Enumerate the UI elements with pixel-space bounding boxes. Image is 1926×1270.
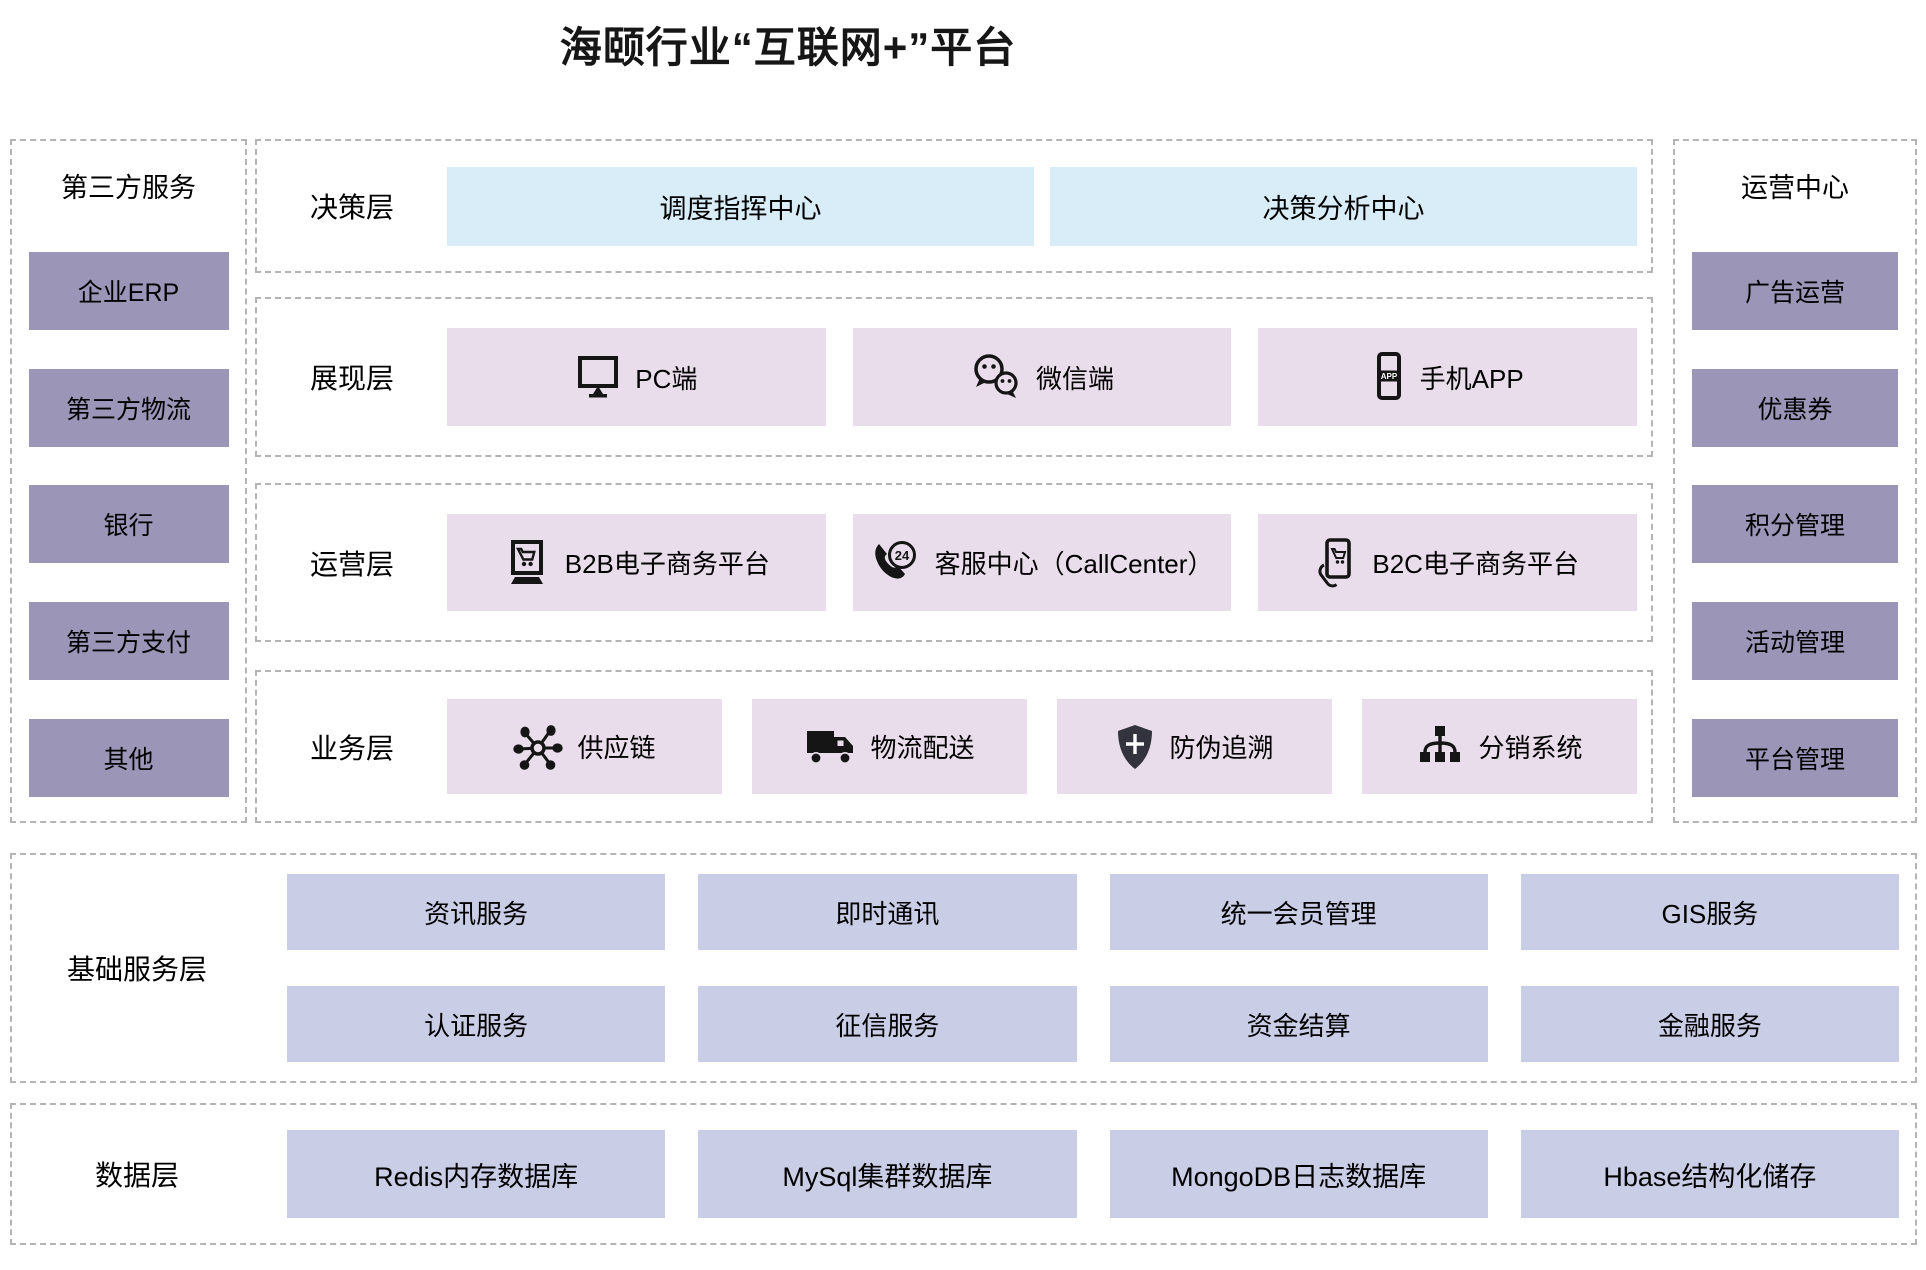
box-anti-counterfeit-trace: 防伪追溯 bbox=[1057, 699, 1332, 794]
box-label: 物流配送 bbox=[870, 733, 975, 763]
sidebar-item-platform-management: 平台管理 bbox=[1692, 718, 1898, 797]
third-party-services-header: 第三方服务 bbox=[61, 172, 196, 203]
b2c-hand-phone-icon bbox=[1318, 537, 1352, 587]
box-unified-member-management: 统一会员管理 bbox=[1109, 874, 1488, 950]
operation-center-panel: 运营中心 广告运营 优惠券 积分管理 活动管理 平台管理 bbox=[1673, 139, 1917, 823]
foundation-services-grid: 资讯服务 即时通讯 统一会员管理 GIS服务 认证服务 征信服务 资金结算 金融… bbox=[262, 874, 1915, 1062]
box-label: B2B电子商务平台 bbox=[564, 549, 770, 579]
box-redis: Redis内存数据库 bbox=[287, 1130, 666, 1218]
box-mobile-app: APP 手机APP bbox=[1258, 328, 1638, 426]
layer-label-business: 业务层 bbox=[309, 732, 394, 764]
sidebar-item-bank: 银行 bbox=[28, 485, 229, 564]
app-badge: APP bbox=[1380, 372, 1397, 381]
presentation-layer-panel: 展现层 PC端 微信端 bbox=[255, 297, 1653, 457]
box-label: 供应链 bbox=[577, 733, 656, 763]
data-layer-panel: 数据层 Redis内存数据库 MySql集群数据库 MongoDB日志数据库 H… bbox=[10, 1103, 1917, 1245]
layer-label-decision: 决策层 bbox=[309, 192, 394, 223]
sidebar-item-third-party-logistics: 第三方物流 bbox=[28, 368, 229, 447]
box-financial-service: 金融服务 bbox=[1520, 986, 1899, 1062]
box-fund-settlement: 资金结算 bbox=[1109, 986, 1488, 1062]
box-auth-service: 认证服务 bbox=[287, 986, 666, 1062]
layer-label-data: 数据层 bbox=[94, 1160, 179, 1191]
box-dispatch-command-center: 调度指挥中心 bbox=[447, 166, 1034, 246]
foundation-services-panel: 基础服务层 资讯服务 即时通讯 统一会员管理 GIS服务 认证服务 征信服务 资… bbox=[10, 853, 1917, 1083]
box-pc-client: PC端 bbox=[447, 328, 826, 426]
decision-layer-panel: 决策层 调度指挥中心 决策分析中心 bbox=[255, 139, 1653, 273]
sidebar-item-other: 其他 bbox=[28, 718, 229, 797]
sidebar-item-third-party-payment: 第三方支付 bbox=[28, 602, 229, 681]
box-instant-messaging: 即时通讯 bbox=[698, 874, 1077, 950]
box-decision-analysis-center: 决策分析中心 bbox=[1050, 166, 1637, 246]
badge-24: 24 bbox=[894, 547, 909, 562]
monitor-icon bbox=[578, 356, 619, 398]
layer-label-foundation: 基础服务层 bbox=[66, 954, 207, 985]
box-label: 客服中心（CallCenter） bbox=[934, 549, 1214, 579]
operation-layer-panel: 运营层 B2B电子商务平台 24 客服中心（CallCenter） bbox=[255, 483, 1653, 642]
box-callcenter: 24 客服中心（CallCenter） bbox=[852, 514, 1232, 611]
hierarchy-icon bbox=[1420, 725, 1461, 762]
box-supply-chain: 供应链 bbox=[447, 699, 722, 794]
wechat-icon bbox=[974, 354, 1018, 398]
phone-app-icon: APP bbox=[1376, 352, 1401, 400]
box-info-service: 资讯服务 bbox=[287, 874, 666, 950]
sidebar-item-coupon: 优惠券 bbox=[1692, 368, 1898, 447]
truck-icon bbox=[807, 730, 854, 764]
sidebar-item-ad-operation: 广告运营 bbox=[1692, 251, 1898, 330]
box-label: 分销系统 bbox=[1478, 733, 1583, 763]
box-wechat-client: 微信端 bbox=[852, 328, 1232, 426]
business-layer-boxes: 供应链 物流配送 防伪追溯 bbox=[447, 699, 1651, 794]
box-label: 手机APP bbox=[1419, 363, 1524, 394]
box-mongodb: MongoDB日志数据库 bbox=[1109, 1130, 1488, 1218]
presentation-layer-boxes: PC端 微信端 APP 手机APP bbox=[447, 328, 1651, 426]
page-title: 海颐行业“互联网+”平台 bbox=[559, 24, 1017, 71]
box-b2c-ecommerce: B2C电子商务平台 bbox=[1258, 514, 1638, 611]
operation-center-header: 运营中心 bbox=[1741, 172, 1849, 203]
box-label: 防伪追溯 bbox=[1169, 733, 1274, 763]
layer-label-operation: 运营层 bbox=[309, 548, 394, 580]
layer-label-presentation: 展现层 bbox=[309, 363, 394, 394]
data-layer-grid: Redis内存数据库 MySql集群数据库 MongoDB日志数据库 Hbase… bbox=[262, 1130, 1915, 1218]
box-credit-service: 征信服务 bbox=[698, 986, 1077, 1062]
sidebar-item-erp: 企业ERP bbox=[28, 251, 229, 330]
box-hbase: Hbase结构化储存 bbox=[1520, 1130, 1899, 1218]
operation-layer-boxes: B2B电子商务平台 24 客服中心（CallCenter） B2C电子商务平台 bbox=[447, 514, 1651, 611]
box-logistics-delivery: 物流配送 bbox=[752, 699, 1027, 794]
box-label: 微信端 bbox=[1036, 363, 1115, 394]
sidebar-item-points-management: 积分管理 bbox=[1692, 485, 1898, 564]
box-distribution-system: 分销系统 bbox=[1362, 699, 1637, 794]
box-mysql: MySql集群数据库 bbox=[698, 1130, 1077, 1218]
business-layer-panel: 业务层 供应链 bbox=[255, 670, 1653, 823]
supply-chain-icon bbox=[513, 724, 564, 770]
box-label: B2C电子商务平台 bbox=[1372, 549, 1579, 579]
third-party-services-panel: 第三方服务 企业ERP 第三方物流 银行 第三方支付 其他 bbox=[10, 139, 247, 823]
callcenter-24-icon: 24 bbox=[874, 540, 916, 579]
decision-layer-boxes: 调度指挥中心 决策分析中心 bbox=[447, 166, 1651, 246]
sidebar-item-activity-management: 活动管理 bbox=[1692, 602, 1898, 681]
shield-icon bbox=[1118, 724, 1153, 769]
b2b-cart-monitor-icon bbox=[510, 539, 543, 584]
box-b2b-ecommerce: B2B电子商务平台 bbox=[447, 514, 826, 611]
box-gis-service: GIS服务 bbox=[1520, 874, 1899, 950]
box-label: PC端 bbox=[635, 363, 698, 394]
